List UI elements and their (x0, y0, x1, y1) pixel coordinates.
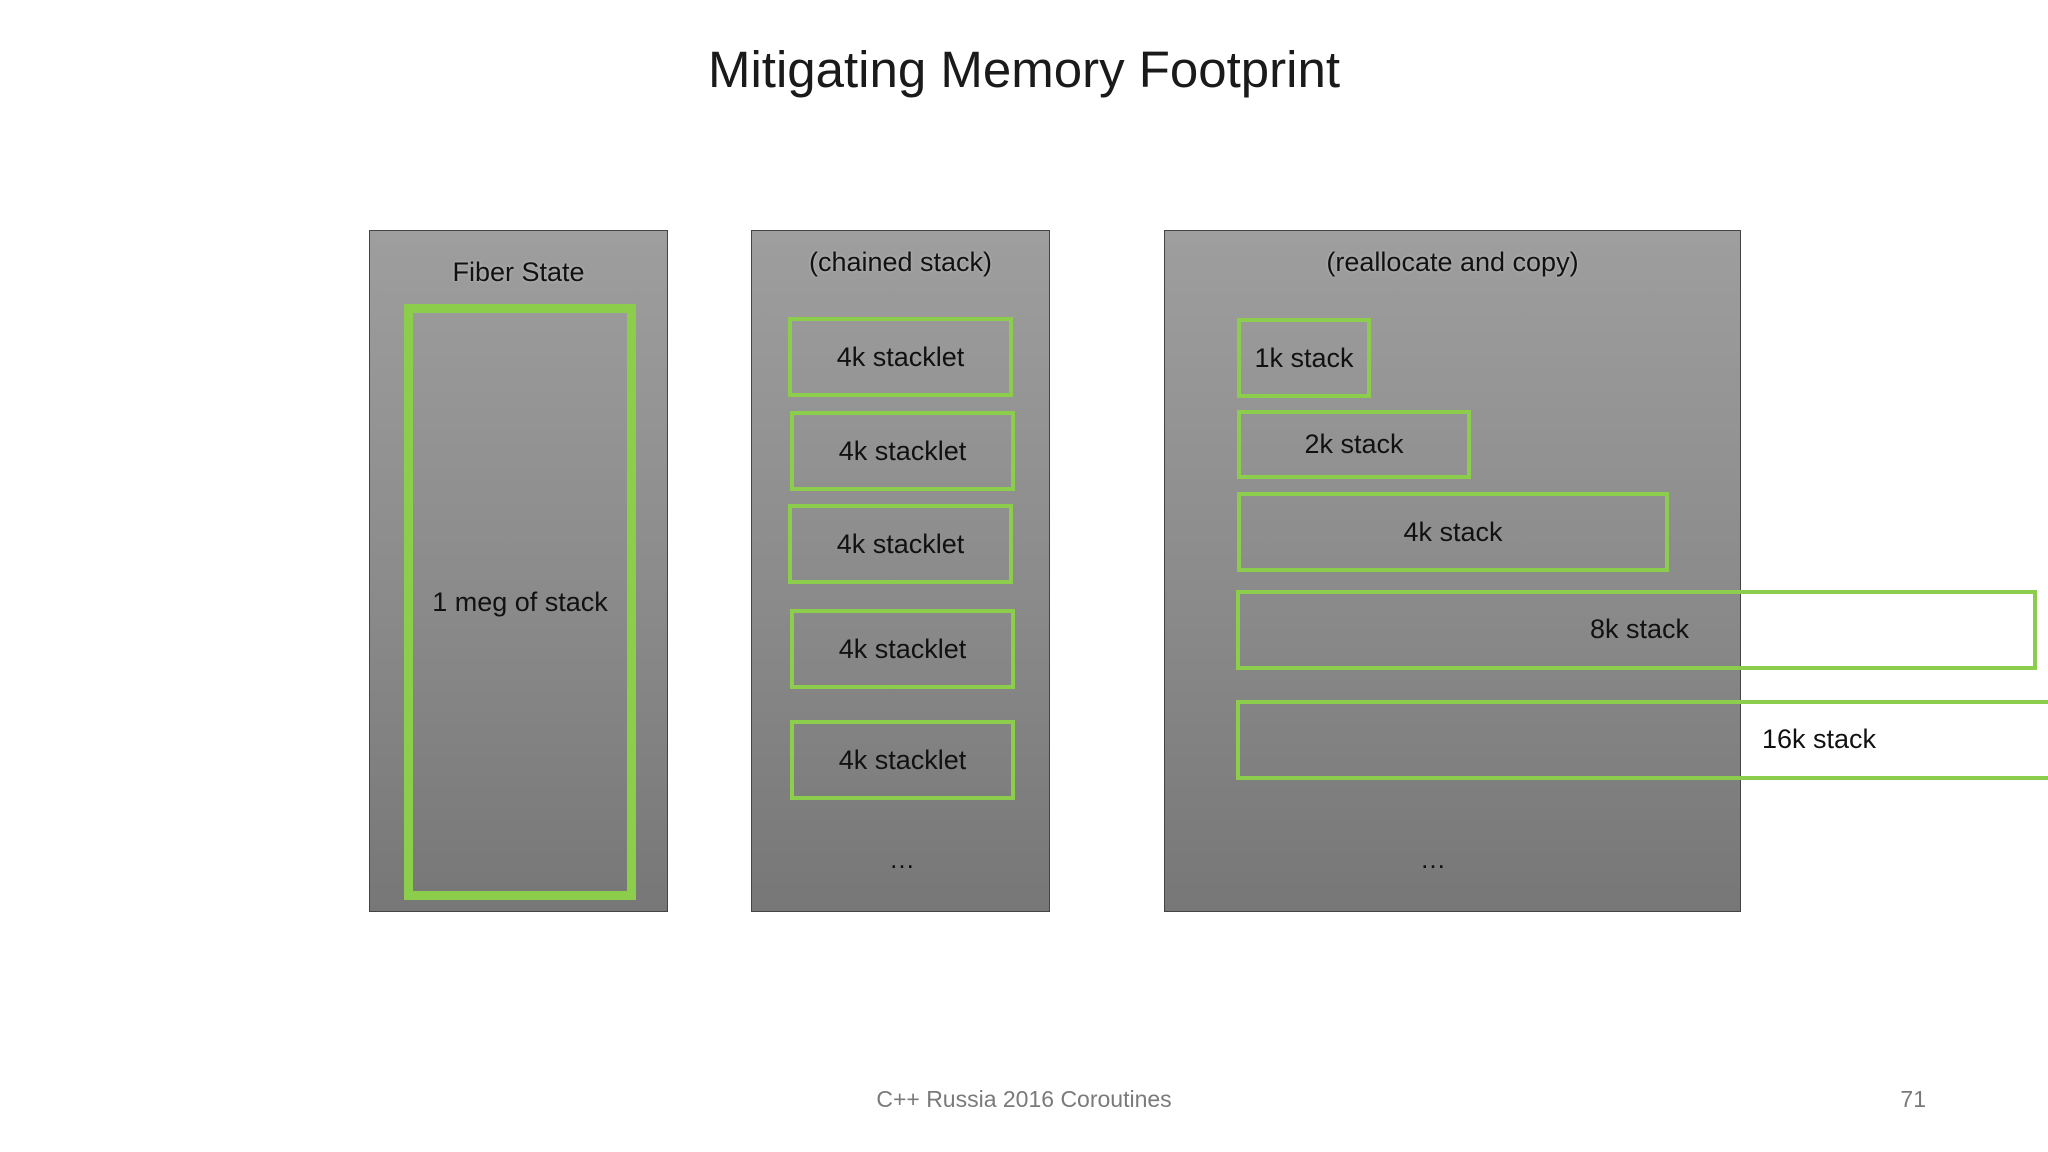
realloc-ellipsis: … (1420, 844, 1446, 874)
slide-title: Mitigating Memory Footprint (707, 41, 1341, 98)
one-meg-stack-label: 1 meg of stack (432, 586, 608, 617)
stack-2k-label: 2k stack (1304, 429, 1404, 459)
stacklet-box: 4k stacklet (788, 317, 1013, 397)
realloc-title: (reallocate and copy) (1326, 247, 1579, 277)
stacklet-box: 4k stacklet (790, 609, 1015, 689)
stack-4k-box: 4k stack (1237, 492, 1669, 572)
stack-1k-box: 1k stack (1237, 318, 1371, 398)
stack-16k-label: 16k stack (1762, 724, 1877, 754)
stacklet-label: 4k stacklet (836, 341, 965, 372)
stack-2k-box: 2k stack (1237, 410, 1471, 479)
chained-stack-title: (chained stack) (808, 247, 993, 277)
slide-number: 71 (1900, 1086, 1926, 1112)
realloc-panel: (reallocate and copy) 1k stack 2k stack … (1164, 230, 1741, 912)
stacklet-box: 4k stacklet (788, 504, 1013, 584)
chained-stack-panel: (chained stack) 4k stacklet 4k stacklet … (751, 230, 1050, 912)
stacklet-box: 4k stacklet (790, 411, 1015, 491)
fiber-state-panel: Fiber State 1 meg of stack (369, 230, 668, 912)
stacklet-label: 4k stacklet (838, 744, 967, 775)
slide-footer: C++ Russia 2016 Coroutines (876, 1086, 1172, 1112)
stacklet-label: 4k stacklet (838, 435, 967, 466)
stack-16k-box (1236, 700, 2048, 780)
stack-8k-label: 8k stack (1590, 614, 1690, 644)
stack-8k-box (1236, 590, 2037, 670)
stacklet-box: 4k stacklet (790, 720, 1015, 800)
one-meg-stack-box: 1 meg of stack (404, 304, 636, 900)
stack-4k-label: 4k stack (1403, 516, 1503, 547)
stacklet-label: 4k stacklet (838, 633, 967, 664)
stack-1k-label: 1k stack (1254, 342, 1354, 373)
chained-ellipsis: … (889, 844, 915, 874)
stacklet-label: 4k stacklet (836, 528, 965, 559)
fiber-state-title: Fiber State (452, 257, 585, 287)
